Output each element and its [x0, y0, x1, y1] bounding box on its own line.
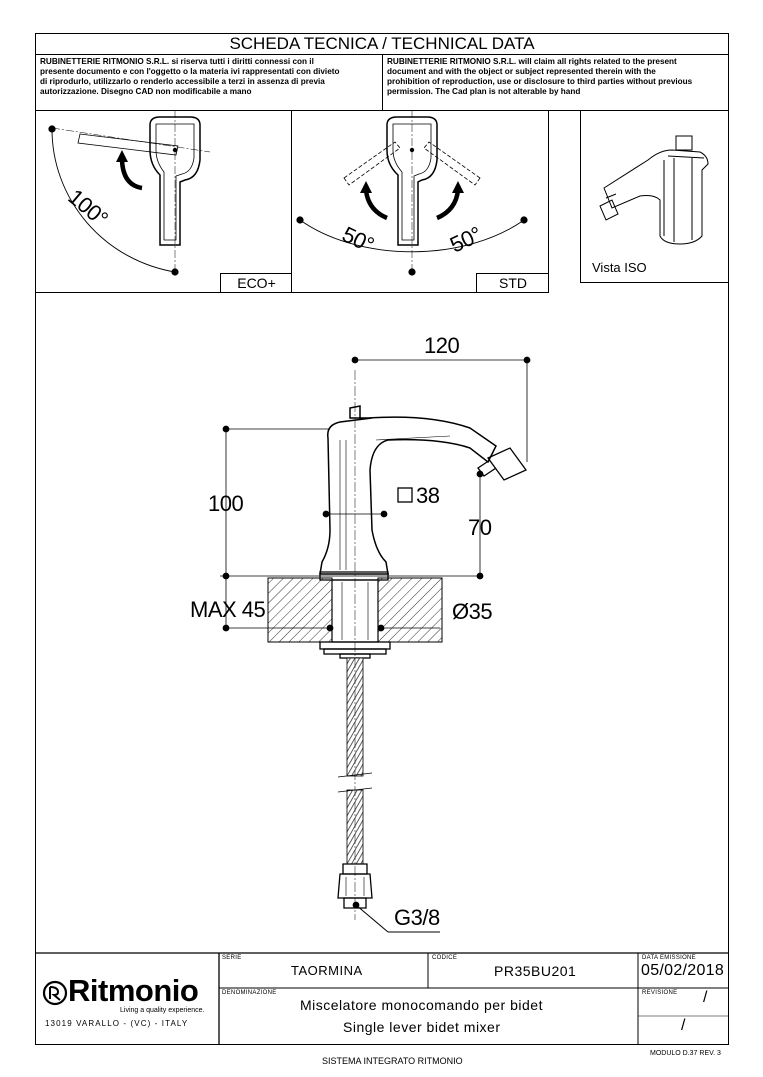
legal-en-line: document and with the object or subject …	[387, 67, 656, 76]
legal-text-it: RUBINETTERIE RITMONIO S.R.L. si riserva …	[40, 57, 340, 97]
legal-it-line: presente documento e con l'oggetto o la …	[40, 67, 340, 76]
legal-text-en: RUBINETTERIE RITMONIO S.R.L. will claim …	[387, 57, 692, 97]
legal-en-line: prohibition of reproduction, use or disc…	[387, 77, 693, 86]
codice-label: CODICE	[432, 955, 458, 961]
dim-square: 38	[416, 483, 440, 508]
dim-spout-height: 70	[468, 515, 492, 540]
view-divider-2	[548, 110, 549, 293]
view-divider-3	[580, 110, 581, 282]
std-label-box: STD	[476, 273, 549, 292]
std-label: STD	[499, 275, 527, 291]
denominazione-label: DENOMINAZIONE	[222, 990, 277, 996]
dim-max-deck: MAX 45	[190, 597, 266, 622]
legal-divider	[382, 54, 383, 110]
legal-it-line: autorizzazione. Disegno CAD non modifica…	[40, 87, 252, 96]
dim-width: 120	[424, 333, 460, 358]
brand-name: Ritmonio	[68, 973, 199, 1008]
dim-height: 100	[208, 491, 244, 516]
denominazione-en: Single lever bidet mixer	[343, 1019, 501, 1035]
brand-slogan: Living a quality experience.	[120, 1007, 205, 1014]
iso-view	[599, 135, 709, 245]
revisione-label: REVISIONE	[642, 990, 678, 996]
legal-bottom	[36, 110, 728, 111]
legal-en-line: RUBINETTERIE RITMONIO S.R.L. will claim …	[387, 57, 677, 66]
denominazione-it: Miscelatore monocomando per bidet	[300, 997, 543, 1013]
revisione-1: /	[703, 989, 708, 1006]
revisione-2: /	[681, 1017, 686, 1034]
serie-value: TAORMINA	[291, 963, 363, 978]
serie-label: SERIE	[222, 955, 242, 961]
footer-module: MODULO D.37 REV. 3	[650, 1050, 721, 1057]
drawing-frame	[35, 33, 729, 1045]
eco-label-box: ECO+	[220, 273, 292, 292]
brand-address: 13019 VARALLO - (VC) - ITALY	[45, 1019, 189, 1028]
iso-label: Vista ISO	[592, 260, 647, 275]
iso-bottom	[580, 282, 728, 283]
brand-logo: Ritmonio	[68, 973, 199, 1008]
footer-system: SISTEMA INTEGRATO RITMONIO	[322, 1056, 463, 1066]
eco-label: ECO+	[237, 275, 276, 291]
titleblock-lines	[36, 952, 728, 1044]
data-label: DATA EMISSIONE	[642, 955, 696, 961]
main-elevation	[267, 370, 527, 920]
legal-it-line: RUBINETTERIE RITMONIO S.R.L. si riserva …	[40, 57, 314, 66]
views-bottom	[36, 292, 548, 293]
legal-en-line: permission. The Cad plan is not alterabl…	[387, 87, 581, 96]
dimension-lines	[220, 356, 531, 933]
std-view	[296, 110, 528, 276]
data-value: 05/02/2018	[641, 962, 725, 979]
page-title: SCHEDA TECNICA / TECHNICAL DATA	[229, 34, 535, 53]
dim-hole-diameter: Ø35	[452, 599, 493, 624]
dim-thread: G3/8	[394, 905, 440, 930]
view-divider-1	[291, 110, 292, 293]
legal-it-line: di riprodurlo, utilizzarlo o renderlo ac…	[40, 77, 325, 86]
codice-value: PR35BU201	[494, 963, 577, 979]
eco-view	[48, 110, 211, 276]
